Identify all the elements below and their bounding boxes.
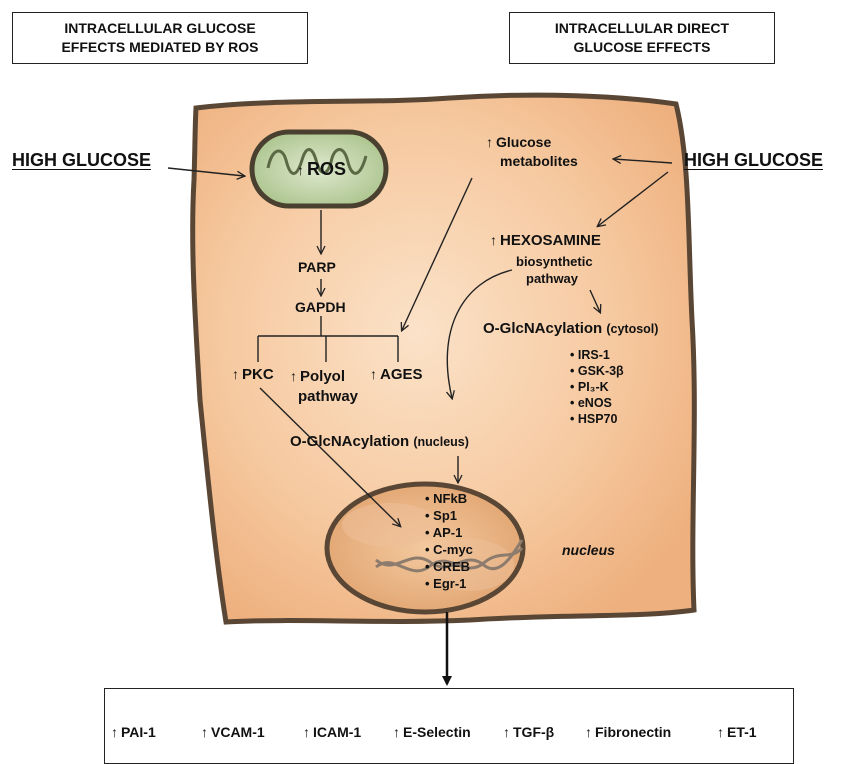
- polyol-label: ↑Polyol pathway: [290, 366, 358, 407]
- right-title-line-2: GLUCOSE EFFECTS: [555, 38, 729, 57]
- cytosol-target: IRS-1: [578, 348, 610, 362]
- up-arrow-icon: ↑: [503, 724, 510, 740]
- output-label: ICAM-1: [313, 724, 361, 740]
- up-arrow-icon: ↑: [232, 366, 239, 382]
- polyol-text-1: Polyol: [300, 368, 345, 385]
- parp-label: PARP: [298, 259, 336, 275]
- up-arrow-icon: ↑: [370, 366, 377, 382]
- output-item: ↑VCAM-1: [201, 724, 265, 740]
- hexosamine-sub-2: pathway: [526, 271, 578, 286]
- nucleus-factor: CREB: [433, 559, 470, 574]
- ages-label: ↑AGES: [370, 366, 423, 383]
- output-item: ↑E-Selectin: [393, 724, 471, 740]
- high-glucose-right: HIGH GLUCOSE: [684, 150, 823, 171]
- oglc-nucleus-text: O-GlcNAcylation: [290, 433, 409, 450]
- nucleus-factor: C-myc: [433, 542, 473, 557]
- up-arrow-icon: ↑: [201, 724, 208, 740]
- cytosol-target-list: • IRS-1 • GSK-3β • PI₃-K • eNOS • HSP70: [570, 347, 624, 427]
- pkc-text: PKC: [242, 366, 274, 383]
- ros-text: ROS: [307, 159, 346, 179]
- right-title-line-1: INTRACELLULAR DIRECT: [555, 19, 729, 38]
- gapdh-label: GAPDH: [295, 299, 346, 315]
- list-item: • C-myc: [425, 541, 473, 558]
- ros-label: ↑ROS: [297, 159, 346, 180]
- up-arrow-icon: ↑: [486, 134, 493, 150]
- left-title-line-2: EFFECTS MEDIATED BY ROS: [61, 38, 258, 57]
- list-item: • Egr-1: [425, 575, 473, 592]
- oglc-cytosol-label: O-GlcNAcylation (cytosol): [483, 320, 658, 337]
- list-item: • HSP70: [570, 411, 624, 427]
- list-item: • IRS-1: [570, 347, 624, 363]
- nucleus-label: nucleus: [562, 542, 615, 558]
- list-item: • GSK-3β: [570, 363, 624, 379]
- oglc-cytosol-text: O-GlcNAcylation: [483, 320, 602, 337]
- cytosol-target: HSP70: [578, 412, 618, 426]
- left-title-box: INTRACELLULAR GLUCOSE EFFECTS MEDIATED B…: [12, 12, 308, 64]
- up-arrow-icon: ↑: [111, 724, 118, 740]
- output-item: ↑PAI-1: [111, 724, 156, 740]
- polyol-text-2: pathway: [290, 388, 358, 405]
- output-label: VCAM-1: [211, 724, 265, 740]
- up-arrow-icon: ↑: [297, 162, 304, 178]
- left-title-line-1: INTRACELLULAR GLUCOSE: [61, 19, 258, 38]
- oglc-nucleus-label: O-GlcNAcylation (nucleus): [290, 433, 469, 450]
- up-arrow-icon: ↑: [585, 724, 592, 740]
- list-item: • NFkB: [425, 490, 473, 507]
- oglc-nucleus-suffix: (nucleus): [413, 435, 469, 449]
- nucleus-factor: NFkB: [433, 491, 467, 506]
- cytosol-target: PI₃-K: [578, 380, 609, 394]
- list-item: • CREB: [425, 558, 473, 575]
- nucleus-factor-list: • NFkB • Sp1 • AP-1 • C-myc • CREB • Egr…: [425, 490, 473, 592]
- ages-text: AGES: [380, 366, 423, 383]
- hexosamine-label: ↑HEXOSAMINE: [490, 232, 601, 249]
- up-arrow-icon: ↑: [290, 368, 297, 384]
- nucleus-factor: Egr-1: [433, 576, 466, 591]
- glucose-metabolites-label: ↑Glucose metabolites: [486, 133, 578, 171]
- outputs-box: ↑PAI-1 ↑VCAM-1 ↑ICAM-1 ↑E-Selectin ↑TGF-…: [104, 688, 794, 764]
- cytosol-target: eNOS: [578, 396, 612, 410]
- oglc-cytosol-suffix: (cytosol): [606, 322, 658, 336]
- up-arrow-icon: ↑: [303, 724, 310, 740]
- right-title-box: INTRACELLULAR DIRECT GLUCOSE EFFECTS: [509, 12, 775, 64]
- list-item: • eNOS: [570, 395, 624, 411]
- output-label: E-Selectin: [403, 724, 471, 740]
- list-item: • AP-1: [425, 524, 473, 541]
- output-item: ↑ICAM-1: [303, 724, 361, 740]
- hexosamine-sub-1: biosynthetic: [516, 254, 593, 269]
- pkc-label: ↑PKC: [232, 366, 274, 383]
- up-arrow-icon: ↑: [490, 232, 497, 248]
- up-arrow-icon: ↑: [717, 724, 724, 740]
- output-item: ↑Fibronectin: [585, 724, 671, 740]
- list-item: • PI₃-K: [570, 379, 624, 395]
- up-arrow-icon: ↑: [393, 724, 400, 740]
- output-label: ET-1: [727, 724, 757, 740]
- output-item: ↑TGF-β: [503, 724, 554, 740]
- nucleus-factor: AP-1: [433, 525, 463, 540]
- output-item: ↑ET-1: [717, 724, 757, 740]
- hexosamine-text: HEXOSAMINE: [500, 232, 601, 249]
- list-item: • Sp1: [425, 507, 473, 524]
- glucose-metabolites-text-2: metabolites: [486, 153, 578, 169]
- output-label: PAI-1: [121, 724, 156, 740]
- high-glucose-left: HIGH GLUCOSE: [12, 150, 151, 171]
- output-label: TGF-β: [513, 724, 554, 740]
- output-label: Fibronectin: [595, 724, 671, 740]
- glucose-metabolites-text-1: Glucose: [496, 134, 551, 150]
- cytosol-target: GSK-3β: [578, 364, 624, 378]
- nucleus-factor: Sp1: [433, 508, 457, 523]
